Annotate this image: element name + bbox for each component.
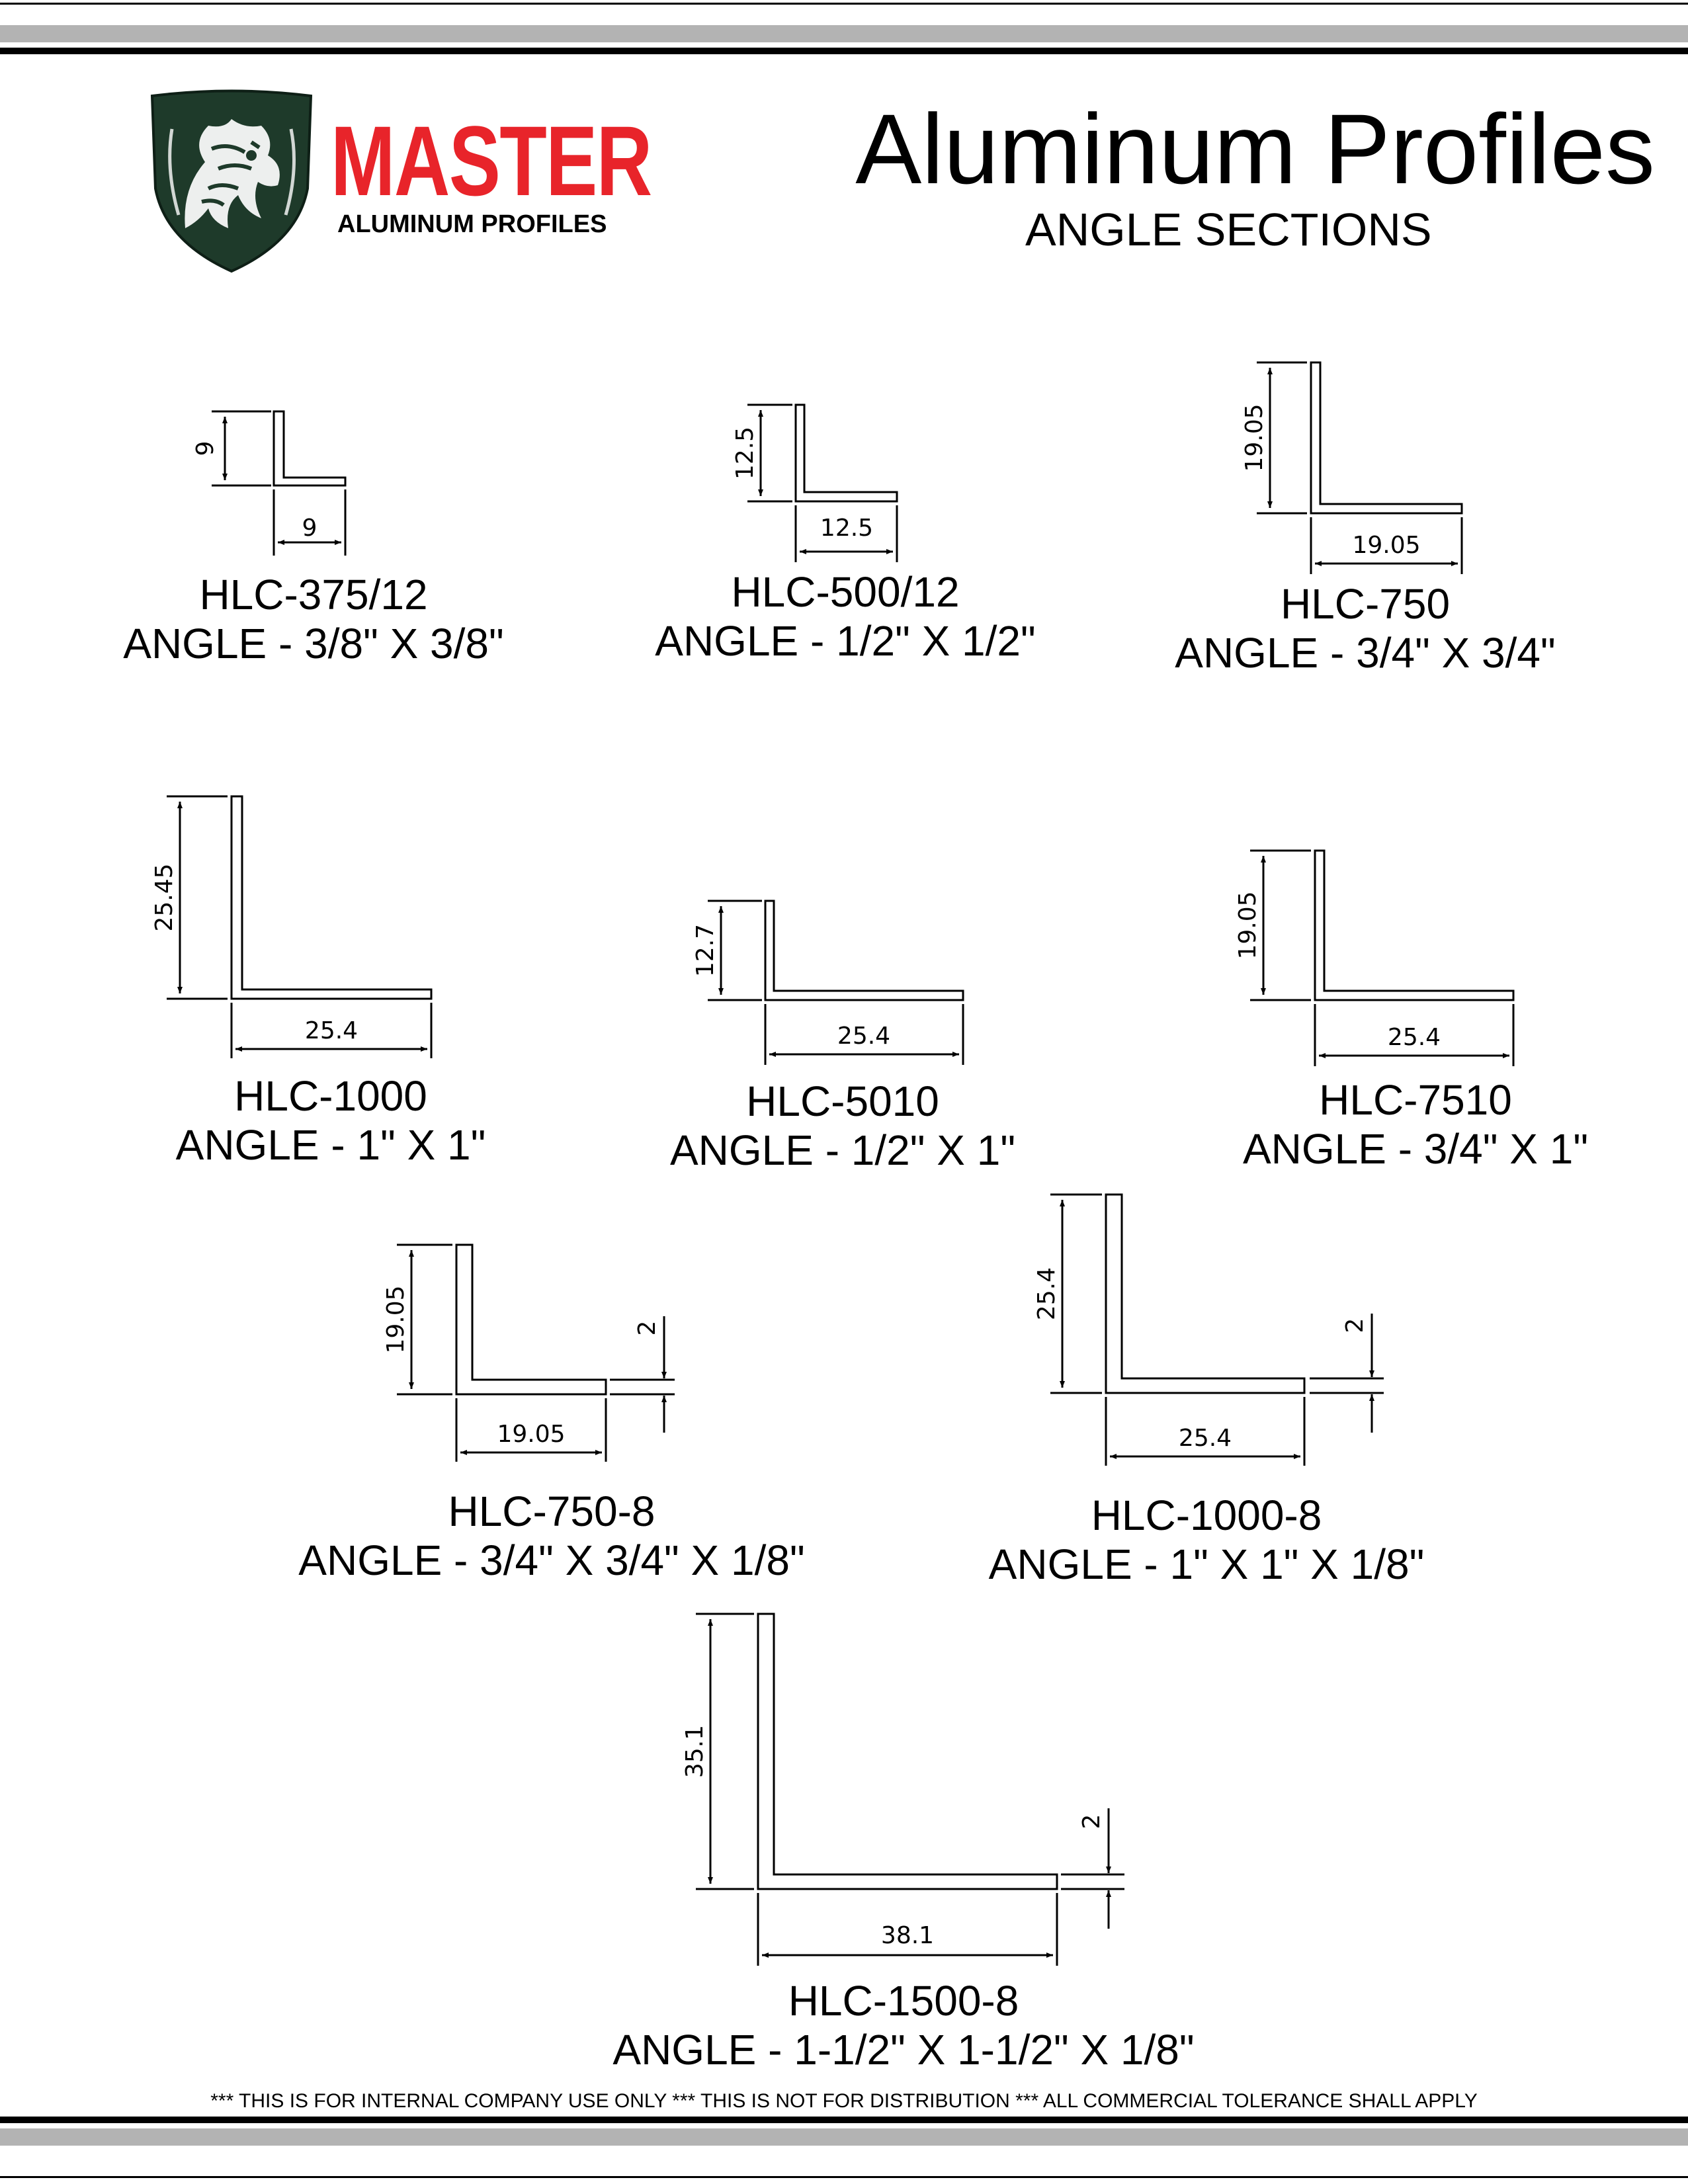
profile-drawing-5: [708, 900, 964, 1065]
dimension-height-1: 9: [192, 441, 219, 456]
dragon-shield-icon: [150, 89, 313, 273]
dimension-height-7: 19.05: [382, 1285, 409, 1353]
company-logo: [146, 89, 317, 278]
dimension-height-4: 25.45: [151, 863, 178, 931]
bottom-border-line: [0, 2176, 1688, 2178]
profile-description: ANGLE - 1" X 1" X 1/8": [988, 1540, 1425, 1588]
profile-drawing-2: [747, 403, 898, 562]
profile-caption-5: HLC-5010 ANGLE - 1/2" X 1": [670, 1077, 1015, 1175]
dimension-height-3: 19.05: [1241, 403, 1268, 472]
profile-drawing-3: [1257, 361, 1463, 574]
profile-code: HLC-7510: [1319, 1076, 1512, 1124]
profile-description: ANGLE - 1/2" X 1/2": [655, 617, 1036, 665]
profile-caption-3: HLC-750 ANGLE - 3/4" X 3/4": [1175, 579, 1555, 677]
profile-caption-7: HLC-750-8 ANGLE - 3/4" X 3/4" X 1/8": [298, 1487, 804, 1585]
page-subtitle: ANGLE SECTIONS: [1025, 204, 1432, 255]
profile-code: HLC-1000: [234, 1072, 427, 1120]
profile-caption-1: HLC-375/12 ANGLE - 3/8" X 3/8": [123, 570, 503, 668]
brand-name: MASTER: [331, 105, 652, 216]
dimension-width-7: 19.05: [497, 1421, 565, 1448]
profile-description: ANGLE - 3/4" X 1": [1242, 1125, 1589, 1173]
profile-caption-4: HLC-1000 ANGLE - 1" X 1": [176, 1071, 486, 1169]
profile-code: HLC-5010: [746, 1077, 939, 1125]
page-title: Aluminum Profiles: [855, 93, 1655, 204]
dimension-width-1: 9: [302, 515, 317, 542]
profile-code: HLC-750-8: [448, 1488, 655, 1535]
top-border-line: [0, 3, 1688, 5]
dimension-height-9: 35.1: [681, 1725, 708, 1778]
footer-notice: *** THIS IS FOR INTERNAL COMPANY USE ONL…: [210, 2090, 1478, 2112]
profile-code: HLC-375/12: [199, 571, 428, 618]
dimension-thickness-9: 2: [1078, 1814, 1105, 1829]
bottom-black-line: [0, 2117, 1688, 2123]
dimension-height-5: 12.7: [692, 924, 719, 977]
profile-drawing-4: [167, 795, 433, 1058]
profile-description: ANGLE - 1-1/2" X 1-1/2" X 1/8": [612, 2026, 1195, 2074]
profile-code: HLC-1000-8: [1091, 1491, 1322, 1539]
profile-description: ANGLE - 3/4" X 3/4": [1175, 629, 1556, 677]
profile-drawing-1: [212, 410, 347, 556]
profile-drawing-8: [1050, 1193, 1384, 1466]
profile-description: ANGLE - 3/4" X 3/4" X 1/8": [298, 1536, 805, 1584]
dimension-thickness-8: 2: [1341, 1318, 1369, 1333]
profile-caption-9: HLC-1500-8 ANGLE - 1-1/2" X 1-1/2" X 1/8…: [612, 1976, 1194, 2074]
dimension-height-2: 12.5: [732, 427, 759, 480]
dimension-width-2: 12.5: [820, 515, 873, 542]
profile-caption-2: HLC-500/12 ANGLE - 1/2" X 1/2": [655, 567, 1035, 665]
dimension-height-6: 19.05: [1234, 891, 1261, 959]
dimension-thickness-7: 2: [634, 1321, 661, 1336]
dimension-width-3: 19.05: [1352, 532, 1420, 559]
profile-drawing-7: [397, 1243, 675, 1462]
top-black-line: [0, 48, 1688, 54]
profile-caption-6: HLC-7510 ANGLE - 3/4" X 1": [1243, 1075, 1588, 1173]
profile-drawing-9: [696, 1613, 1124, 1966]
bottom-gray-band: [0, 2128, 1688, 2146]
profile-description: ANGLE - 3/8" X 3/8": [123, 620, 504, 667]
profile-drawing-6: [1250, 849, 1515, 1066]
dimension-width-6: 25.4: [1388, 1024, 1441, 1051]
profile-caption-8: HLC-1000-8 ANGLE - 1" X 1" X 1/8": [989, 1491, 1425, 1589]
dimension-width-5: 25.4: [837, 1023, 890, 1050]
dimension-width-4: 25.4: [305, 1017, 358, 1044]
profile-code: HLC-500/12: [731, 568, 960, 616]
profile-description: ANGLE - 1" X 1": [175, 1121, 486, 1169]
profile-description: ANGLE - 1/2" X 1": [669, 1126, 1016, 1174]
top-gray-band: [0, 25, 1688, 42]
profile-code: HLC-750: [1280, 580, 1451, 628]
brand-subtitle: ALUMINUM PROFILES: [337, 210, 607, 238]
dimension-width-8: 25.4: [1179, 1425, 1232, 1452]
profile-code: HLC-1500-8: [788, 1977, 1019, 2025]
dimension-height-8: 25.4: [1033, 1267, 1060, 1320]
dimension-width-9: 38.1: [881, 1922, 934, 1949]
